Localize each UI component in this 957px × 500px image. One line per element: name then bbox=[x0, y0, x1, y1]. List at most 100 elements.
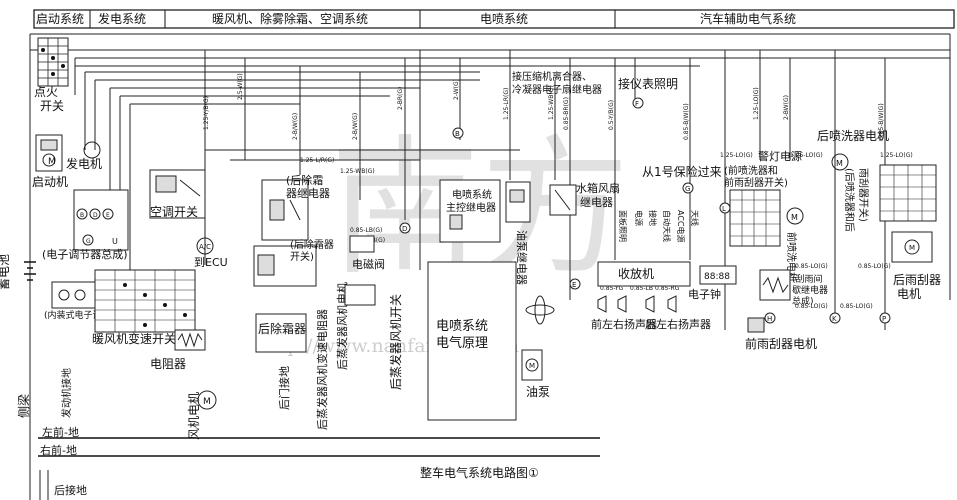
svg-text:A/C: A/C bbox=[199, 243, 211, 251]
svg-text:(前喷洗器和: (前喷洗器和 bbox=[724, 164, 778, 177]
header-bar: 启动系统 发电系统 暖风机、除雾除霜、空调系统 电喷系统 汽车辅助电气系统 bbox=[33, 9, 955, 29]
rear-defrost-relay-label-1: (后除霜 bbox=[286, 173, 323, 187]
radio-function-labels: 面板照明 电源 接地 自动天线 ACC电源 天线 bbox=[618, 210, 700, 243]
solenoid-valve: 电磁阀 bbox=[344, 235, 385, 306]
ignition-switch-label-2: 开关 bbox=[40, 99, 64, 113]
header-section-efi: 电喷系统 bbox=[480, 12, 528, 26]
svg-text:接地: 接地 bbox=[648, 210, 658, 226]
radiator-fan-relay-label-2: 继电器 bbox=[580, 196, 613, 209]
svg-text:(刮雨间: (刮雨间 bbox=[792, 273, 823, 285]
efi-principle-box: 电喷系统 电气原理 bbox=[427, 261, 517, 421]
svg-text:0.85-BR(G): 0.85-BR(G) bbox=[563, 97, 570, 130]
rear-washer-motor-label: 后喷洗器电机 bbox=[817, 129, 889, 143]
radio: 收放机 bbox=[597, 261, 691, 287]
svg-text:M: M bbox=[836, 159, 843, 168]
svg-text:88:88: 88:88 bbox=[704, 272, 730, 282]
svg-text:主控继电器: 主控继电器 bbox=[446, 201, 496, 214]
svg-text:1.25-WB(G): 1.25-WB(G) bbox=[340, 168, 375, 175]
svg-text:M: M bbox=[529, 362, 535, 370]
svg-text:0.85-B/W(G): 0.85-B/W(G) bbox=[683, 103, 690, 140]
header-section-start: 启动系统 bbox=[36, 12, 84, 26]
svg-text:1.25-LO(G): 1.25-LO(G) bbox=[880, 152, 913, 159]
header-section-hvac: 暖风机、除雾除霜、空调系统 bbox=[212, 11, 368, 26]
svg-text:开关): 开关) bbox=[290, 250, 314, 263]
svg-text:1.25-WB(G): 1.25-WB(G) bbox=[548, 85, 555, 120]
radiator-fan-relay-label-1: 水箱风扇 bbox=[576, 181, 620, 195]
ignition-switch-label-1: 点火 bbox=[34, 85, 58, 99]
header-section-generator: 发电系统 bbox=[98, 11, 146, 26]
svg-text:E: E bbox=[572, 281, 576, 289]
svg-text:E: E bbox=[106, 212, 110, 219]
svg-text:F: F bbox=[635, 100, 639, 108]
svg-text:0.85-YG: 0.85-YG bbox=[600, 285, 623, 292]
svg-text:B: B bbox=[80, 212, 84, 219]
svg-text:K: K bbox=[832, 315, 837, 323]
wiper-relay: (刮雨间 歇继电器 总成) bbox=[759, 269, 828, 307]
front-wiper-motor: 前雨刮器电机 bbox=[745, 317, 817, 351]
svg-text:D: D bbox=[93, 212, 98, 219]
gauge-lighting-note: 接仪表照明 bbox=[618, 76, 678, 91]
svg-text:电喷系统: 电喷系统 bbox=[436, 319, 488, 334]
svg-text:M: M bbox=[791, 213, 798, 222]
svg-text:H: H bbox=[767, 315, 772, 323]
front-washer-switch: (前喷洗器和 前雨刮器开关) bbox=[724, 164, 788, 247]
engine-ground-label: 发动机接地 bbox=[60, 368, 73, 418]
svg-text:电源: 电源 bbox=[634, 210, 644, 226]
blower-motor-label: 风机电机 bbox=[187, 392, 201, 440]
svg-text:G: G bbox=[685, 185, 690, 193]
rear-defrost-relay-label-2: 器继电器 bbox=[286, 187, 330, 200]
svg-text:(后除霜器: (后除霜器 bbox=[290, 238, 334, 251]
svg-text:1.25-LO(G): 1.25-LO(G) bbox=[753, 87, 760, 120]
svg-text:D: D bbox=[402, 225, 407, 233]
fuel-pump-relay: 油泵继电器 bbox=[505, 181, 531, 285]
svg-text:2.5-W(G): 2.5-W(G) bbox=[237, 73, 244, 100]
rear-evap-resistor-label: 后蒸发器风机变速电阻器 bbox=[315, 309, 329, 430]
compressor-clutch-label-2: 冷凝器电子扇继电器 bbox=[512, 83, 602, 96]
rear-defroster-label: 后除霜器 bbox=[258, 321, 306, 336]
connector-markers: B D E F G H K L P bbox=[399, 97, 891, 324]
rear-defrost-relay: (后除霜 器继电器 bbox=[261, 173, 330, 241]
svg-text:0.85-LB: 0.85-LB bbox=[630, 285, 653, 292]
svg-text:前雨刮器开关): 前雨刮器开关) bbox=[724, 176, 788, 189]
rear-speakers-label: 后左右扬声器 bbox=[645, 317, 711, 331]
svg-text:歇继电器: 歇继电器 bbox=[792, 284, 828, 296]
svg-text:ACC电源: ACC电源 bbox=[676, 210, 686, 243]
ignition-switch: 点火 开关 bbox=[34, 37, 69, 113]
resistor: 电阻器 bbox=[150, 329, 206, 371]
power-bus-lines bbox=[30, 33, 950, 161]
svg-text:自动天线: 自动天线 bbox=[662, 210, 672, 242]
battery: 蓄电池 bbox=[0, 254, 36, 290]
rear-washer-motor: M 后喷洗器电机 bbox=[817, 129, 889, 171]
svg-text:U: U bbox=[112, 237, 118, 246]
svg-text:0.85-RG: 0.85-RG bbox=[655, 285, 680, 292]
front-right-ground-label: 右前-地 bbox=[40, 443, 77, 457]
fan-icon bbox=[525, 295, 555, 325]
rear-defrost-switch: (后除霜器 开关) bbox=[253, 238, 334, 287]
svg-text:M: M bbox=[909, 244, 915, 252]
rear-wiper-motor: M 后雨刮器 电机 bbox=[891, 231, 941, 301]
svg-text:总成): 总成) bbox=[792, 295, 814, 307]
rear-washer-switch: (后喷洗器和后 雨刮器开关) bbox=[843, 164, 937, 232]
solenoid-valve-label: 电磁阀 bbox=[352, 257, 385, 271]
svg-text:0.85-LO(G): 0.85-LO(G) bbox=[795, 263, 828, 270]
chassis-label: 侧梁 bbox=[16, 394, 31, 418]
rear-wiper-motor-label-2: 电机 bbox=[897, 287, 921, 301]
svg-text:2-BW(G): 2-BW(G) bbox=[783, 95, 790, 120]
svg-text:(后喷洗器和后: (后喷洗器和后 bbox=[843, 168, 855, 232]
speakers: 前左右扬声器 后左右扬声器 bbox=[591, 295, 711, 331]
blower-speed-switch: 暖风机变速开关 bbox=[92, 269, 196, 346]
front-wiper-motor-label: 前雨刮器电机 bbox=[745, 336, 817, 351]
rear-evap-switch-label: 后蒸发器风机开关 bbox=[388, 294, 403, 390]
gauge-light-label: 接仪表照明 bbox=[618, 76, 678, 91]
compressor-clutch-label-1: 接压缩机离合器、 bbox=[512, 70, 592, 83]
electronic-clock: 88:88 电子钟 bbox=[688, 265, 737, 301]
radio-label: 收放机 bbox=[618, 266, 654, 281]
svg-text:0.85-LO(G): 0.85-LO(G) bbox=[795, 303, 828, 310]
front-left-ground-label: 左前-地 bbox=[42, 425, 79, 439]
rear-door-ground-label: 后门接地 bbox=[277, 366, 291, 410]
ac-switch-label: 空调开关 bbox=[150, 205, 198, 219]
svg-text:0.85-B/W(G): 0.85-B/W(G) bbox=[878, 103, 885, 140]
svg-text:0.5-Y/B(G): 0.5-Y/B(G) bbox=[608, 100, 615, 130]
blower-speed-switch-label: 暖风机变速开关 bbox=[92, 331, 176, 346]
